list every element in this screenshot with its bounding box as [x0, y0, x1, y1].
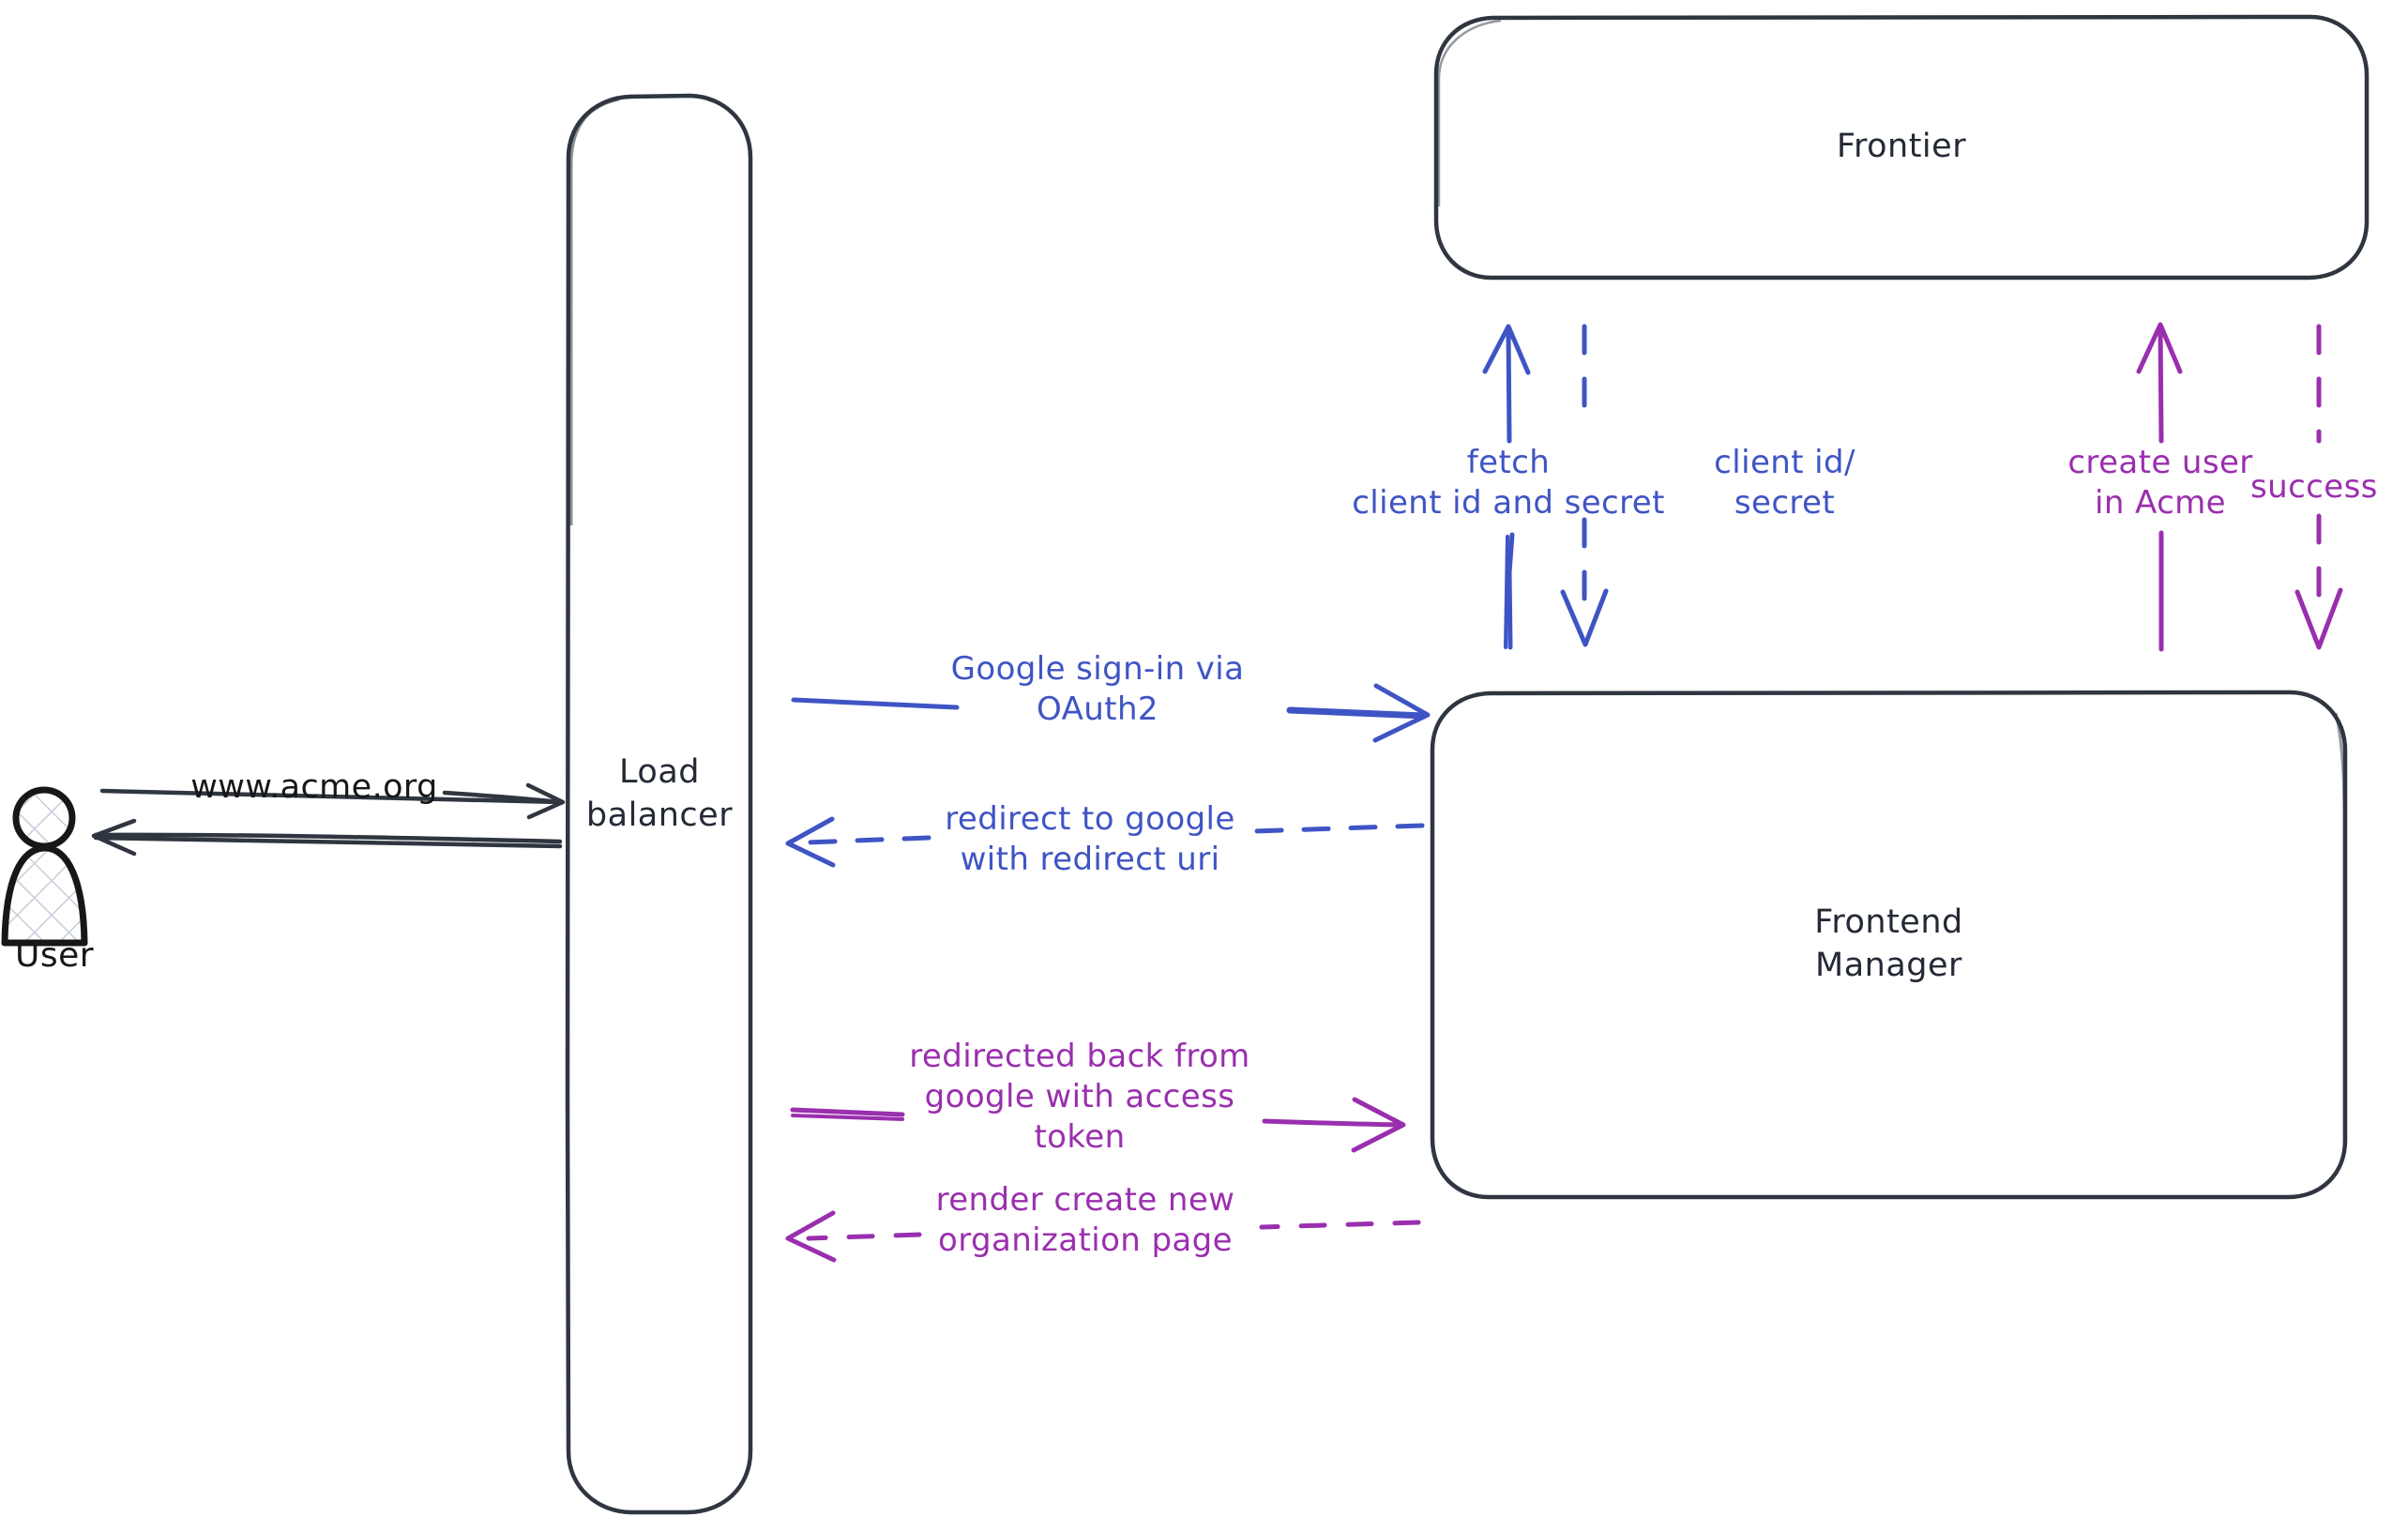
- edge-google-signin: [791, 683, 1431, 743]
- edge-label-user-to-lb: www.acme.org: [190, 768, 438, 806]
- edge-label-create-user: create user in Acme: [2067, 444, 2253, 522]
- edge-fetch-client-id: [1482, 324, 1531, 650]
- edge-label-success: success: [2250, 468, 2378, 506]
- node-frontier[interactable]: [1433, 14, 2370, 281]
- node-frontend-manager[interactable]: [1430, 690, 2348, 1200]
- edge-label-google-signin: Google sign-in via OAuth2: [950, 650, 1245, 728]
- edge-label-client-id-secret: client id/ secret: [1714, 444, 1855, 522]
- node-load-balancer[interactable]: [565, 93, 753, 1515]
- edge-create-user: [2136, 322, 2183, 652]
- user-actor-icon: [1, 786, 88, 947]
- edge-render-create-org: [785, 1210, 1421, 1263]
- edge-lb-to-user: [91, 818, 563, 857]
- edge-label-fetch-client-id: fetch client id and secret: [1352, 444, 1665, 522]
- edge-success: [2294, 324, 2343, 650]
- edge-label-redirect-to-google: redirect to google with redirect uri: [945, 800, 1235, 878]
- edge-label-render-create-org: render create new organization page: [935, 1181, 1235, 1259]
- edge-user-to-lb: [99, 782, 566, 820]
- edge-redirected-back: [790, 1097, 1406, 1153]
- user-actor-label: User: [15, 936, 95, 975]
- edge-client-id-secret: [1560, 324, 1609, 647]
- edge-label-redirected-back: redirected back from google with access …: [909, 1038, 1250, 1156]
- edge-redirect-to-google: [785, 816, 1425, 868]
